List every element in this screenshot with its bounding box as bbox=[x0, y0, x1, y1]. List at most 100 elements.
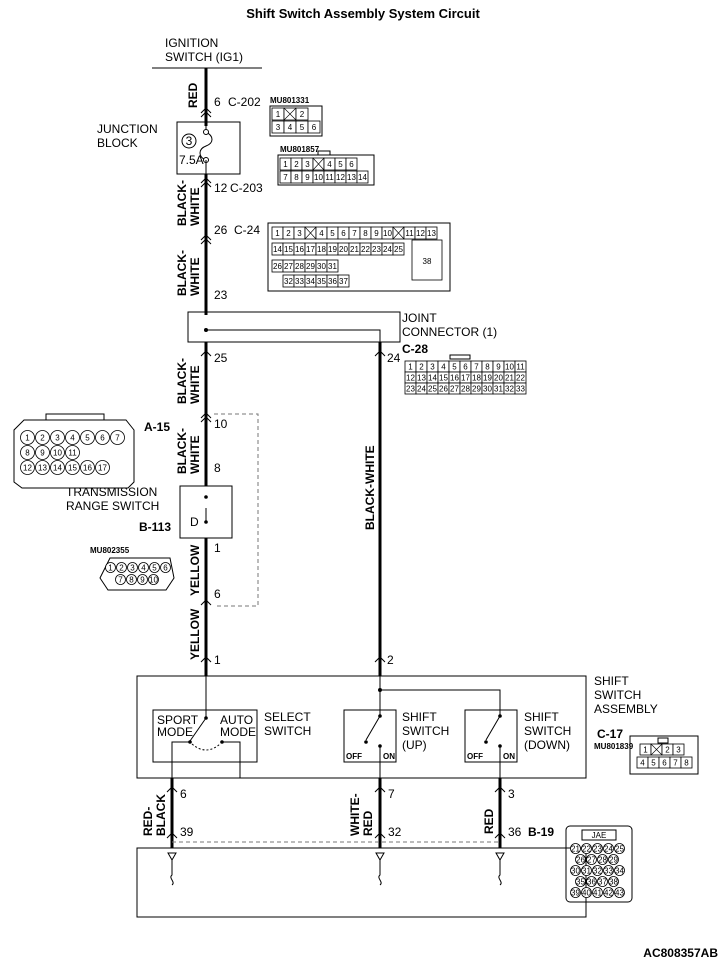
a15-pin-label: 6 bbox=[100, 434, 105, 443]
c17-pin-label: 3 bbox=[676, 746, 681, 755]
joint-id: C-28 bbox=[402, 342, 428, 356]
mu801857-pin-label: 10 bbox=[314, 173, 323, 182]
c28-pin-label: 13 bbox=[417, 374, 426, 383]
shift-up-label-3: (UP) bbox=[402, 738, 427, 752]
mu801331-pin-cell bbox=[307, 120, 321, 134]
a15-pin-cell bbox=[20, 430, 35, 445]
b19-pin-cell bbox=[581, 843, 592, 854]
mu801331-pin-label: 6 bbox=[312, 123, 317, 132]
wire-label-bw-a2: WHITE bbox=[188, 187, 202, 226]
b19-pin-label: 33 bbox=[604, 867, 613, 876]
mu801857-blank-pin bbox=[312, 157, 325, 171]
a15-pin-cell bbox=[50, 430, 65, 445]
b19-pin-cell bbox=[592, 865, 603, 876]
c28-pin-label: 26 bbox=[439, 385, 448, 394]
c24-pin-label: 4 bbox=[319, 229, 324, 238]
c28-pin-label: 33 bbox=[516, 385, 525, 394]
mu802355-pin-cell bbox=[160, 562, 171, 573]
input-triangle-1 bbox=[167, 852, 177, 862]
a15-pin-cell bbox=[65, 445, 80, 460]
c24-pin-label: 30 bbox=[317, 262, 326, 271]
wire-label-yellow-2: YELLOW bbox=[188, 608, 202, 660]
mu801331-outline bbox=[269, 105, 323, 137]
mu802355-pin-label: 6 bbox=[163, 564, 168, 573]
connector-chevron-c202 bbox=[200, 107, 212, 114]
b19-pin-cell bbox=[603, 865, 614, 876]
c28-pin-label: 15 bbox=[439, 374, 448, 383]
c24-pin-label: 12 bbox=[416, 229, 425, 238]
ignition-label-2: SWITCH (IG1) bbox=[165, 50, 243, 64]
c17-pin-label: 7 bbox=[673, 759, 678, 768]
b19-pin-cell bbox=[581, 887, 592, 898]
b19-pin-cell bbox=[575, 854, 586, 865]
joint-bus bbox=[206, 329, 381, 342]
shift-down-on-label: ON bbox=[503, 752, 515, 761]
connector-chevron-s6 bbox=[166, 786, 178, 793]
wire-label-wr-1: WHITE- bbox=[348, 793, 362, 836]
connector-chevron-c202-b bbox=[200, 111, 212, 118]
a15-pin-cell bbox=[35, 430, 50, 445]
trs-contact-bottom bbox=[204, 520, 208, 524]
a15-id: A-15 bbox=[144, 420, 170, 434]
shift-down-label-1: SHIFT bbox=[524, 710, 559, 724]
shift-up-on-label: ON bbox=[383, 752, 395, 761]
b19-pin-label: 38 bbox=[609, 878, 618, 887]
b19-pin-cell bbox=[570, 865, 581, 876]
c24-pin-label: 28 bbox=[295, 262, 304, 271]
mu801857-latch bbox=[317, 150, 331, 156]
input-lead-1 bbox=[170, 860, 174, 886]
trs-id: B-113 bbox=[139, 520, 171, 534]
b19-pin-label: 28 bbox=[598, 856, 607, 865]
shift-down-off-label: OFF bbox=[467, 752, 483, 761]
pin-c24: 26 bbox=[214, 223, 228, 237]
pin-trs-1: 1 bbox=[214, 541, 221, 555]
c24-pin-label: 13 bbox=[427, 229, 436, 238]
wire-label-bw-b2: WHITE bbox=[188, 257, 202, 296]
shift-switch-assembly-box bbox=[136, 675, 587, 779]
mu802355-pin-cell bbox=[149, 562, 160, 573]
mu802355-pin-label: 3 bbox=[130, 564, 135, 573]
pin-c202: 6 bbox=[214, 95, 221, 109]
c24-pin-label: 3 bbox=[297, 229, 302, 238]
trs-label-2: RANGE SWITCH bbox=[66, 499, 159, 513]
c24-pin-cell bbox=[392, 242, 405, 256]
wire-label-bw-c2: WHITE bbox=[188, 365, 202, 404]
c28-pin-label: 16 bbox=[450, 374, 459, 383]
a15-pin-cell bbox=[35, 445, 50, 460]
a15-pin-label: 7 bbox=[115, 434, 120, 443]
mu802355-outline bbox=[99, 557, 175, 591]
a15-pin-label: 15 bbox=[68, 464, 77, 473]
fuse-number-circle bbox=[181, 133, 197, 149]
c24-blank-pin bbox=[392, 226, 405, 240]
c24-pin-label: 18 bbox=[317, 245, 326, 254]
mu802355-pin-label: 4 bbox=[141, 564, 146, 573]
assembly-id: C-17 bbox=[597, 727, 623, 741]
shift-up-label-2: SWITCH bbox=[402, 724, 449, 738]
a15-pin-label: 9 bbox=[40, 449, 45, 458]
wire-label-rb-1: RED- bbox=[141, 807, 155, 836]
c24-pin-label: 35 bbox=[317, 277, 326, 286]
auto-mode-label-2: MODE bbox=[220, 725, 256, 739]
b19-pin-label: 32 bbox=[593, 867, 602, 876]
mu802355-pin-label: 2 bbox=[119, 564, 124, 573]
connector-chevron-c203 bbox=[200, 177, 212, 184]
c24-pin-label: 2 bbox=[286, 229, 291, 238]
b19-pin-label: 26 bbox=[576, 856, 585, 865]
c24-pin-label: 14 bbox=[273, 245, 282, 254]
b19-pin-cell bbox=[592, 843, 603, 854]
b19-pin-label: 40 bbox=[582, 889, 591, 898]
shift-up-off-contact bbox=[364, 740, 368, 744]
junction-label-2: BLOCK bbox=[97, 136, 138, 150]
mu801331-pin-cell bbox=[295, 107, 309, 121]
c24-pin-label: 19 bbox=[328, 245, 337, 254]
mu801857-pin-label: 1 bbox=[283, 160, 288, 169]
b19-pin-cell bbox=[597, 854, 608, 865]
mu802355-pin-label: 7 bbox=[118, 576, 123, 585]
pin-c17-1: 1 bbox=[214, 653, 221, 667]
mu801331-pin-label: 3 bbox=[276, 123, 281, 132]
trs-contact-top bbox=[204, 495, 208, 499]
c24-pin-cell bbox=[337, 274, 350, 288]
